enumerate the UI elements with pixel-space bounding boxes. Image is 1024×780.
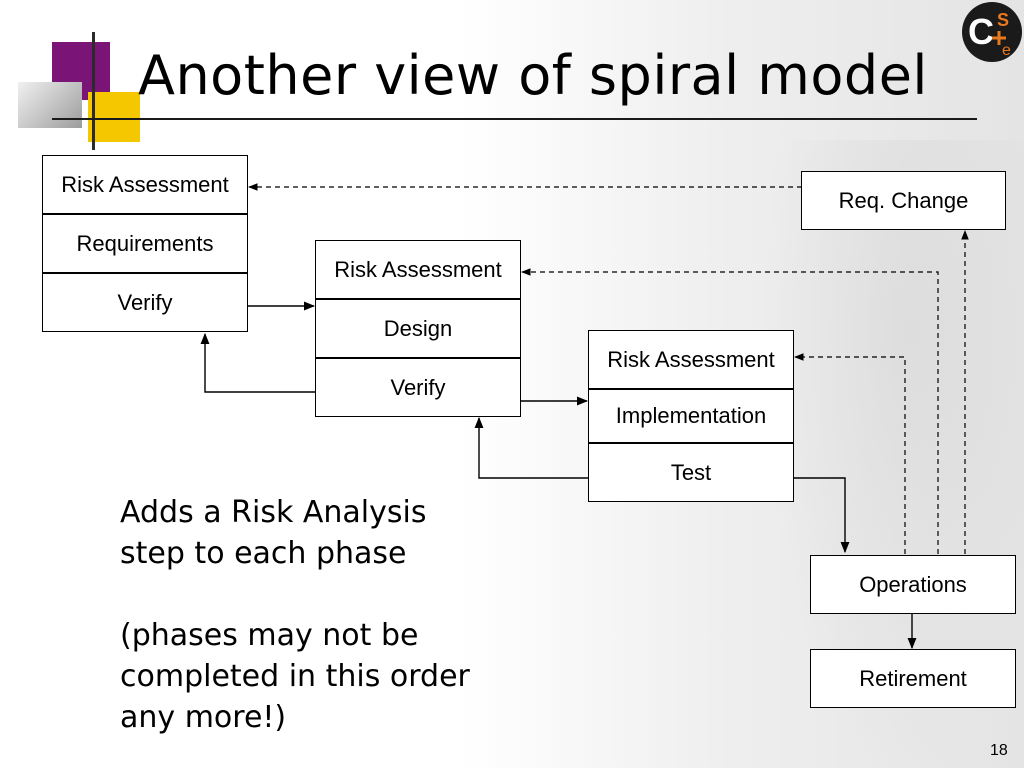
body-text-line5: any more!) — [120, 700, 287, 735]
body-text-line4: completed in this order — [120, 659, 470, 694]
phase2-risk-assessment-box: Risk Assessment — [315, 240, 521, 299]
phase2-verify-box: Verify — [315, 358, 521, 417]
req-change-box: Req. Change — [801, 171, 1006, 230]
decorative-gray-square — [18, 82, 82, 128]
phase1-risk-assessment-box: Risk Assessment — [42, 155, 248, 214]
body-text-line1: Adds a Risk Analysis — [120, 495, 427, 530]
requirements-box: Requirements — [42, 214, 248, 273]
decorative-vertical-line — [92, 32, 95, 150]
decorative-yellow-square — [88, 92, 140, 142]
arrow-test-to-operations — [793, 477, 850, 554]
arrow-test-back-to-verify2 — [474, 416, 590, 479]
logo-letter-e: e — [1002, 42, 1011, 59]
phase3-risk-assessment-box: Risk Assessment — [588, 330, 794, 389]
body-text-line3: (phases may not be — [120, 618, 419, 653]
implementation-box: Implementation — [588, 389, 794, 443]
dashed-operations-to-risk2 — [521, 268, 939, 554]
retirement-box: Retirement — [810, 649, 1016, 708]
title-underline — [52, 118, 977, 120]
design-box: Design — [315, 299, 521, 358]
dashed-operations-to-risk3 — [794, 353, 906, 554]
cse-logo: C S e — [962, 2, 1022, 62]
body-text-line2: step to each phase — [120, 536, 407, 571]
page-number: 18 — [990, 742, 1008, 759]
logo-letter-c: C — [968, 11, 994, 52]
logo-letter-s: S — [997, 10, 1009, 30]
operations-box: Operations — [810, 555, 1016, 614]
slide-title: Another view of spiral model — [138, 44, 928, 107]
test-box: Test — [588, 443, 794, 502]
arrow-verify2-back-to-verify1 — [200, 332, 316, 393]
phase1-verify-box: Verify — [42, 273, 248, 332]
